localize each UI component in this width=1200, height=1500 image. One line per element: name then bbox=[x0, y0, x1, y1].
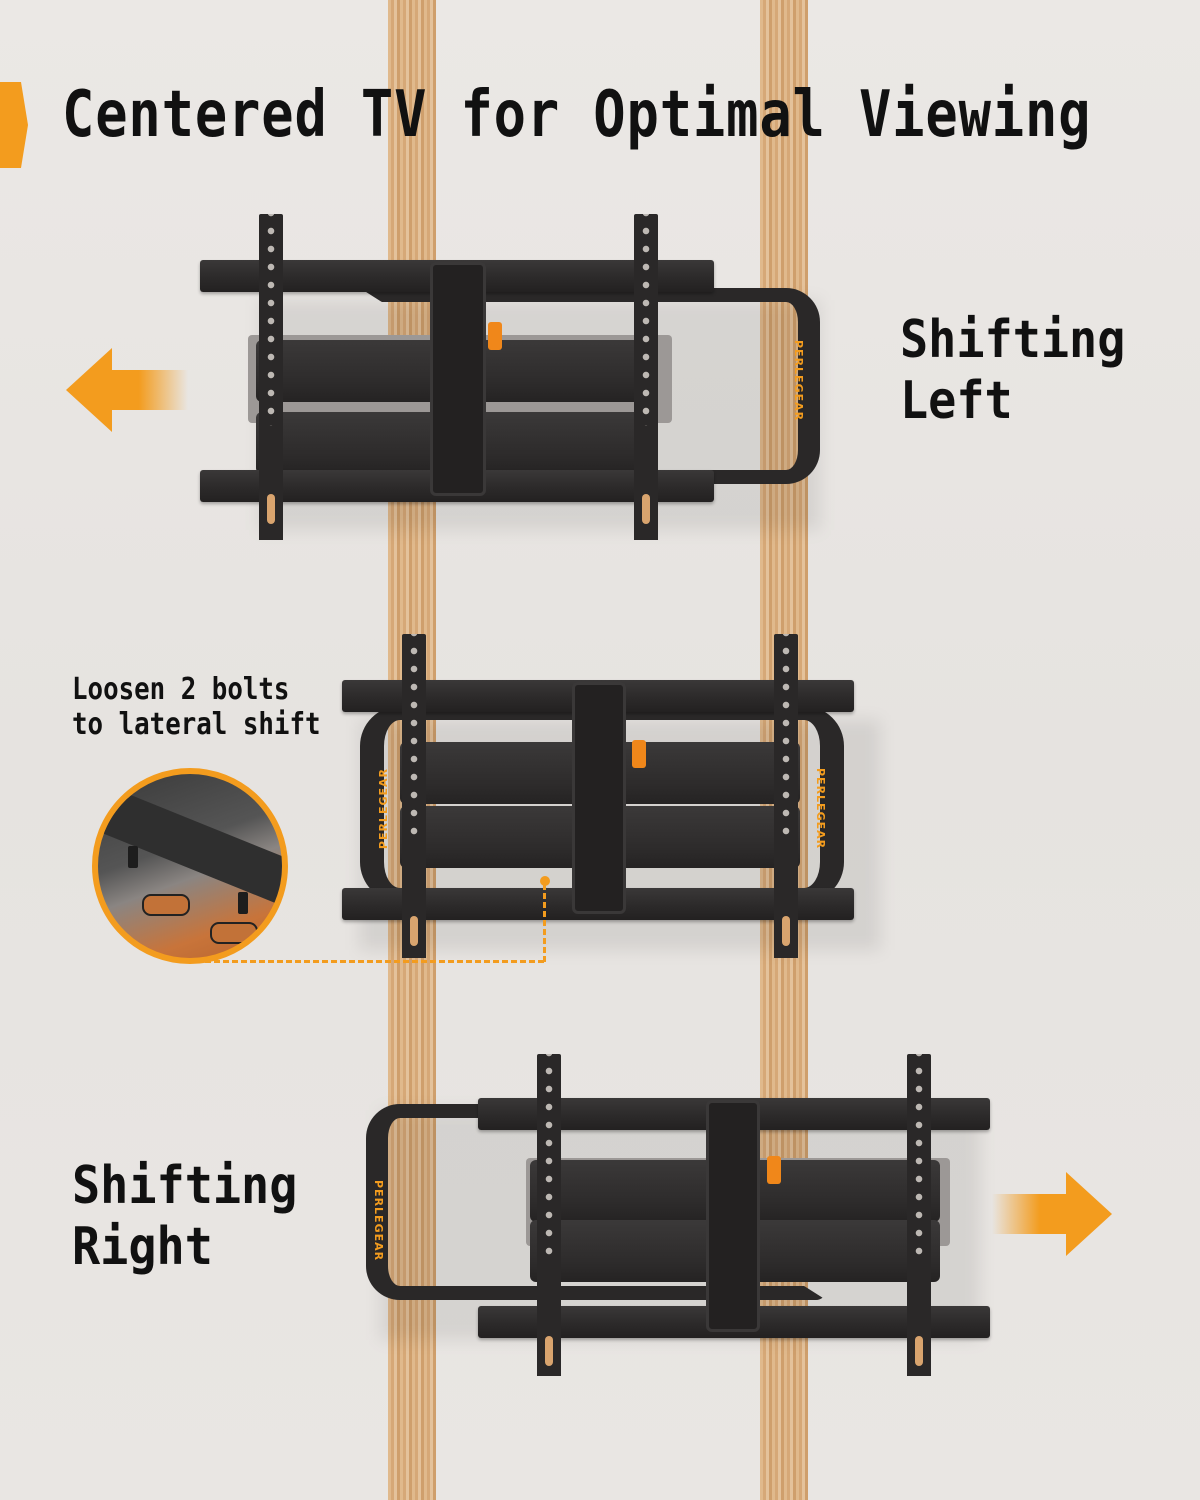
arrow-right-icon bbox=[992, 1172, 1112, 1256]
vesa-bar-right bbox=[907, 1054, 931, 1376]
bolt-marker-dot bbox=[540, 876, 550, 886]
label-line-1: Shifting bbox=[72, 1156, 298, 1216]
brand-logo-right: PERLEGEAR bbox=[814, 768, 827, 850]
arrow-left-icon bbox=[66, 348, 188, 432]
callout-connector-vertical bbox=[543, 884, 546, 962]
label-line-2: Right bbox=[72, 1217, 213, 1278]
vesa-bar-left bbox=[259, 214, 283, 540]
page-title: Centered TV for Optimal Viewing bbox=[62, 78, 1092, 152]
shifting-left-label: Shifting Left bbox=[900, 310, 1125, 433]
center-plate bbox=[572, 682, 626, 914]
brand-logo: PERLEGEAR bbox=[792, 340, 805, 422]
brand-logo-left: PERLEGEAR bbox=[377, 768, 390, 850]
label-line-2: Left bbox=[900, 371, 1013, 432]
vesa-bar-left bbox=[402, 634, 426, 958]
callout-text: Loosen 2 bolts to lateral shift bbox=[72, 672, 321, 743]
label-line-1: Shifting bbox=[900, 310, 1126, 370]
callout-connector-horizontal bbox=[196, 960, 544, 963]
center-plate bbox=[430, 262, 486, 496]
brand-logo: PERLEGEAR bbox=[372, 1180, 385, 1262]
tilt-lock-tab[interactable] bbox=[488, 322, 502, 350]
callout-line-2: to lateral shift bbox=[72, 707, 321, 743]
tilt-lock-tab[interactable] bbox=[767, 1156, 781, 1184]
shifting-right-label: Shifting Right bbox=[72, 1156, 297, 1279]
callout-line-1: Loosen 2 bolts bbox=[72, 672, 290, 707]
title-accent-bar bbox=[0, 82, 28, 168]
bolt-detail-magnifier bbox=[92, 768, 288, 964]
tilt-lock-tab[interactable] bbox=[632, 740, 646, 768]
vesa-bar-left bbox=[537, 1054, 561, 1376]
vesa-bar-right bbox=[774, 634, 798, 958]
vesa-bar-right bbox=[634, 214, 658, 540]
center-plate bbox=[706, 1100, 760, 1332]
